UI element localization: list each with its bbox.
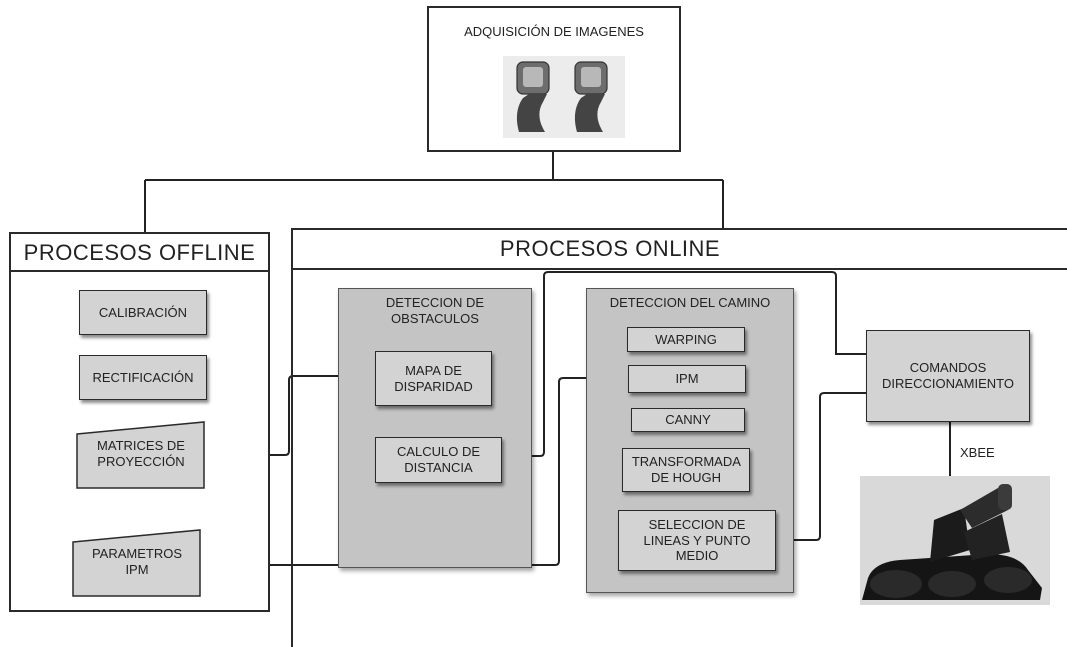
connector-seleccion-comandos <box>776 392 866 541</box>
acquisition-title: ADQUISICIÓN DE IMAGENES <box>464 24 644 39</box>
connector-calculo-comandos <box>502 271 866 457</box>
canny-box: CANNY <box>631 408 745 432</box>
online-header: PROCESOS ONLINE <box>293 230 1067 270</box>
connector-parametros-ipm <box>200 377 628 566</box>
camino-title: DETECCION DEL CAMINO <box>609 295 771 310</box>
warping-box: WARPING <box>627 327 745 352</box>
seleccion-box: SELECCION DE LINEAS Y PUNTO MEDIO <box>618 510 776 571</box>
calibracion-box: CALIBRACIÓN <box>79 290 207 335</box>
obstaculos-group: DETECCION DE OBSTACULOS <box>338 288 532 568</box>
offline-header: PROCESOS OFFLINE <box>11 234 268 272</box>
ipm-box: IPM <box>628 365 746 393</box>
obstaculos-title: DETECCION DE OBSTACULOS <box>385 295 485 326</box>
matrices-box: MATRICES DE PROYECCIÓN <box>74 420 208 492</box>
rectificacion-box: RECTIFICACIÓN <box>79 355 207 400</box>
parametros-label: PARAMETROS IPM <box>91 546 183 578</box>
offline-title: PROCESOS OFFLINE <box>23 240 256 265</box>
parametros-box: PARAMETROS IPM <box>70 528 204 600</box>
acquisition-box: ADQUISICIÓN DE IMAGENES <box>427 6 681 152</box>
comandos-box: COMANDOS DIRECCIONAMIENTO <box>866 330 1030 422</box>
stereo-camera-icon <box>503 56 625 138</box>
xbee-label: XBEE <box>960 445 995 460</box>
manual-input-shape <box>72 529 201 597</box>
matrices-label: MATRICES DE PROYECCIÓN <box>97 438 185 470</box>
robot-vehicle-icon <box>860 476 1050 605</box>
hough-box: TRANSFORMADA DE HOUGH <box>622 448 750 492</box>
manual-input-shape <box>76 421 205 489</box>
online-panel: PROCESOS ONLINE <box>291 228 1067 647</box>
online-title: PROCESOS ONLINE <box>499 236 721 261</box>
calculo-distancia-box: CALCULO DE DISTANCIA <box>375 437 502 483</box>
mapa-disparidad-box: MAPA DE DISPARIDAD <box>375 351 492 406</box>
